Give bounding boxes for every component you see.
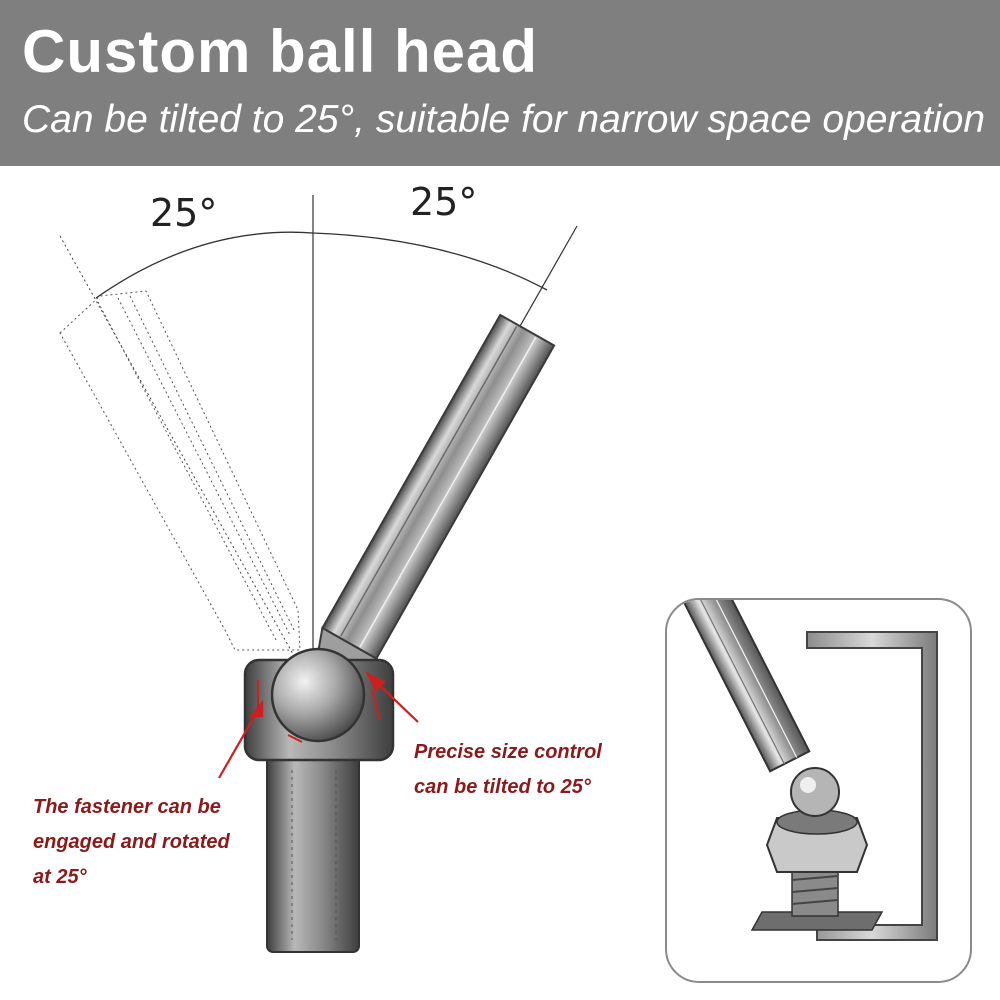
- callout-line: at 25°: [33, 866, 87, 888]
- left-tilt-reference-line: [59, 235, 314, 691]
- ball-head: [270, 647, 366, 743]
- tilted-hex-key: [316, 313, 556, 680]
- ghost-tilted-key: [59, 290, 301, 651]
- bracket: [806, 631, 938, 941]
- page-title: Custom ball head: [22, 18, 539, 85]
- inset-scene: [677, 600, 938, 941]
- inset-ball-head: [790, 767, 840, 817]
- callout-fastener-rotation: The fastener can be engaged and rotated …: [33, 790, 230, 895]
- callout-line: engaged and rotated: [33, 831, 230, 853]
- inset-usage-illustration: [665, 598, 972, 983]
- callout-line: Precise size control: [414, 741, 602, 763]
- socket-shank: [266, 751, 360, 953]
- callout-line: The fastener can be: [33, 796, 221, 818]
- header-banner: Custom ball head Can be tilted to 25°, s…: [0, 0, 1000, 166]
- ball-head-diagram: [59, 195, 578, 953]
- callout-precise-size-control: Precise size control can be tilted to 25…: [414, 735, 602, 805]
- angle-arc: [95, 231, 548, 299]
- left-angle-label: 25°: [150, 191, 218, 235]
- callout-arrows: [218, 671, 419, 779]
- page-subtitle: Can be tilted to 25°, suitable for narro…: [22, 98, 986, 141]
- inset-hex-key: [677, 600, 811, 773]
- callout-line: can be tilted to 25°: [414, 776, 591, 798]
- right-angle-label: 25°: [410, 180, 478, 224]
